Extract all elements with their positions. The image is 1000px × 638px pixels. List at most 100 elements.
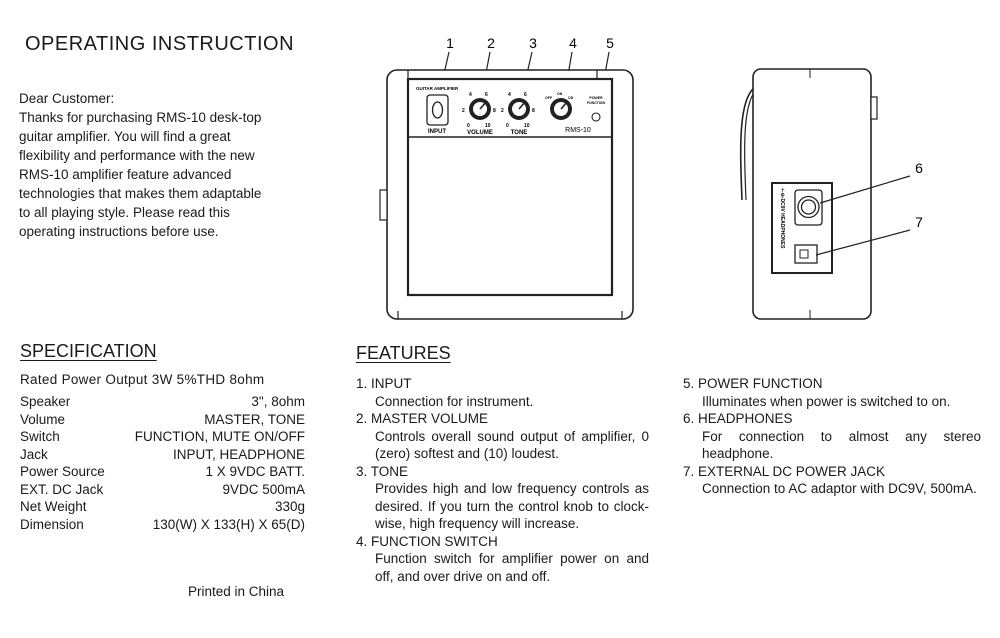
feature-item: 2. MASTER VOLUME Controls overall sound … (356, 410, 649, 463)
feature-heading: 5. POWER FUNCTION (683, 376, 823, 391)
panel-brand: GUITAR AMPLIFIER (416, 86, 459, 91)
page-title: OPERATING INSTRUCTION (25, 33, 295, 55)
spec-label: EXT. DC Jack (20, 481, 104, 497)
callout-7: 7 (915, 214, 923, 230)
spec-label: Switch (20, 429, 60, 444)
spec-label: Jack (20, 446, 48, 462)
func-on-label: ON (557, 92, 563, 96)
feature-description: For connection to almost any stereo head… (702, 428, 981, 462)
panel-tone-label: TONE (511, 130, 528, 136)
spec-row: Switch FUNCTION, MUTE ON/OFF (20, 428, 305, 446)
vol-scale-8: 8 (493, 108, 496, 114)
spec-label: Net Weight (20, 499, 87, 514)
printed-in-china: Printed in China (188, 584, 285, 599)
feature-heading: 2. MASTER VOLUME (356, 411, 489, 426)
callout-4: 4 (569, 35, 577, 51)
spec-label: Dimension (20, 516, 84, 532)
feature-heading: 6. HEADPHONES (683, 411, 793, 426)
amplifier-side-diagram: 6 7 +-⊖-DC9V HEADPHONES (739, 68, 923, 320)
vol-scale-10: 10 (485, 123, 491, 129)
panel-volume-label: VOLUME (467, 130, 493, 136)
intro-paragraph: Dear Customer: Thanks for purchasing RMS… (19, 89, 309, 241)
feature-description: Connection for instrument. (375, 393, 534, 409)
feature-item: 7. EXTERNAL DC POWER JACK Connection to … (683, 463, 981, 498)
panel-power-label: POWER (589, 96, 603, 100)
spec-label: Volume (20, 411, 66, 427)
feature-item: 1. INPUT Connection for instrument. (356, 375, 649, 410)
spec-row: Speaker 3", 8ohm (20, 393, 305, 411)
panel-model-label: RMS-10 (565, 127, 591, 134)
function-knob (550, 98, 572, 120)
features-column-left: 1. INPUT Connection for instrument. 2. M… (356, 375, 649, 585)
cable-line (739, 86, 756, 201)
tone-scale-10: 10 (524, 123, 530, 129)
intro-line: RMS-10 amplifier feature advanced (19, 167, 232, 182)
intro-line: Thanks for purchasing RMS-10 desk-top (19, 110, 262, 125)
spec-value: 1 X 9VDC BATT. (205, 464, 305, 479)
tone-scale-8: 8 (532, 108, 535, 114)
feature-heading: 4. FUNCTION SWITCH (356, 533, 498, 549)
feature-item: 4. FUNCTION SWITCH Function switch for a… (356, 533, 649, 586)
spec-row: Jack INPUT, HEADPHONE (20, 446, 305, 464)
spec-row: EXT. DC Jack 9VDC 500mA (20, 481, 305, 499)
feature-item: 3. TONE Provides high and low frequency … (356, 463, 649, 533)
intro-line: Dear Customer: (19, 91, 115, 106)
intro-line: technologies that makes them adaptable (19, 186, 262, 201)
spec-row: Net Weight 330g (20, 498, 305, 516)
tone-knob (508, 98, 530, 120)
vol-scale-0: 0 (467, 123, 470, 129)
spec-value: INPUT, HEADPHONE (172, 446, 305, 462)
feature-description: Function switch for amplifier power on a… (375, 551, 649, 584)
func-od-label: OD (568, 96, 574, 100)
feature-heading: 1. INPUT (356, 376, 412, 391)
specification-title: SPECIFICATION (20, 341, 157, 361)
volume-knob (469, 98, 491, 120)
spec-value: 330g (274, 499, 305, 514)
feature-description: Controls overall sound output of amplifi… (375, 428, 649, 462)
feature-heading: 7. EXTERNAL DC POWER JACK (683, 463, 886, 479)
vol-scale-6: 6 (485, 92, 488, 98)
intro-line: operating instructions before use. (19, 224, 219, 239)
power-led-icon (591, 112, 601, 122)
callout-1: 1 (446, 35, 454, 51)
feature-description: Illuminates when power is switched to on… (702, 393, 951, 409)
spec-row: Power Source 1 X 9VDC BATT. (20, 463, 305, 481)
tone-scale-2: 2 (501, 108, 504, 114)
features-title: FEATURES (356, 343, 451, 363)
feature-item: 6. HEADPHONES For connection to almost a… (683, 410, 981, 463)
spec-rated-power: Rated Power Output 3W 5%THD 8ohm (20, 372, 265, 387)
side-handle (870, 96, 878, 120)
spec-value: FUNCTION, MUTE ON/OFF (134, 429, 305, 444)
spec-row: Volume MASTER, TONE (20, 411, 305, 429)
callout-5: 5 (606, 35, 614, 51)
panel-input-label: INPUT (428, 129, 446, 135)
spec-value: 9VDC 500mA (222, 481, 305, 497)
spec-table: Speaker 3", 8ohm Volume MASTER, TONE Switc… (20, 393, 305, 533)
feature-item: 5. POWER FUNCTION Illuminates when power… (683, 375, 981, 410)
callout-6: 6 (915, 160, 923, 176)
feature-description: Connection to AC adaptor with DC9V, 500m… (702, 481, 977, 496)
spec-row: Dimension 130(W) X 133(H) X 65(D) (20, 516, 305, 534)
panel-function-label: FUNCTION (587, 101, 606, 105)
callout-3: 3 (529, 35, 537, 51)
intro-line: to all playing style. Please read this (19, 205, 230, 220)
features-column-right: 5. POWER FUNCTION Illuminates when power… (683, 375, 981, 498)
func-off-label: OFF (545, 96, 553, 100)
spec-value: 130(W) X 133(H) X 65(D) (152, 516, 305, 532)
tone-scale-6: 6 (524, 92, 527, 98)
feature-description: Provides high and low frequency controls… (375, 481, 649, 531)
intro-line: guitar amplifier. You will find a great (19, 129, 231, 144)
spec-value: MASTER, TONE (204, 411, 305, 427)
amplifier-front-diagram: 1 2 3 4 5 GUITAR AMPLIFIER INPUT 4 6 2 8… (379, 35, 634, 320)
spec-label: Speaker (20, 394, 71, 409)
tone-scale-0: 0 (506, 123, 509, 129)
spec-label: Power Source (20, 464, 105, 479)
handle-left (379, 189, 388, 221)
vol-scale-4: 4 (469, 92, 472, 98)
feature-heading: 3. TONE (356, 463, 409, 479)
tone-scale-4: 4 (508, 92, 511, 98)
side-panel-label: +-⊖-DC9V HEADPHONES (779, 188, 785, 249)
spec-value: 3", 8ohm (251, 394, 305, 409)
callout-2: 2 (487, 35, 495, 51)
intro-line: flexibility and performance with the new (19, 148, 255, 163)
